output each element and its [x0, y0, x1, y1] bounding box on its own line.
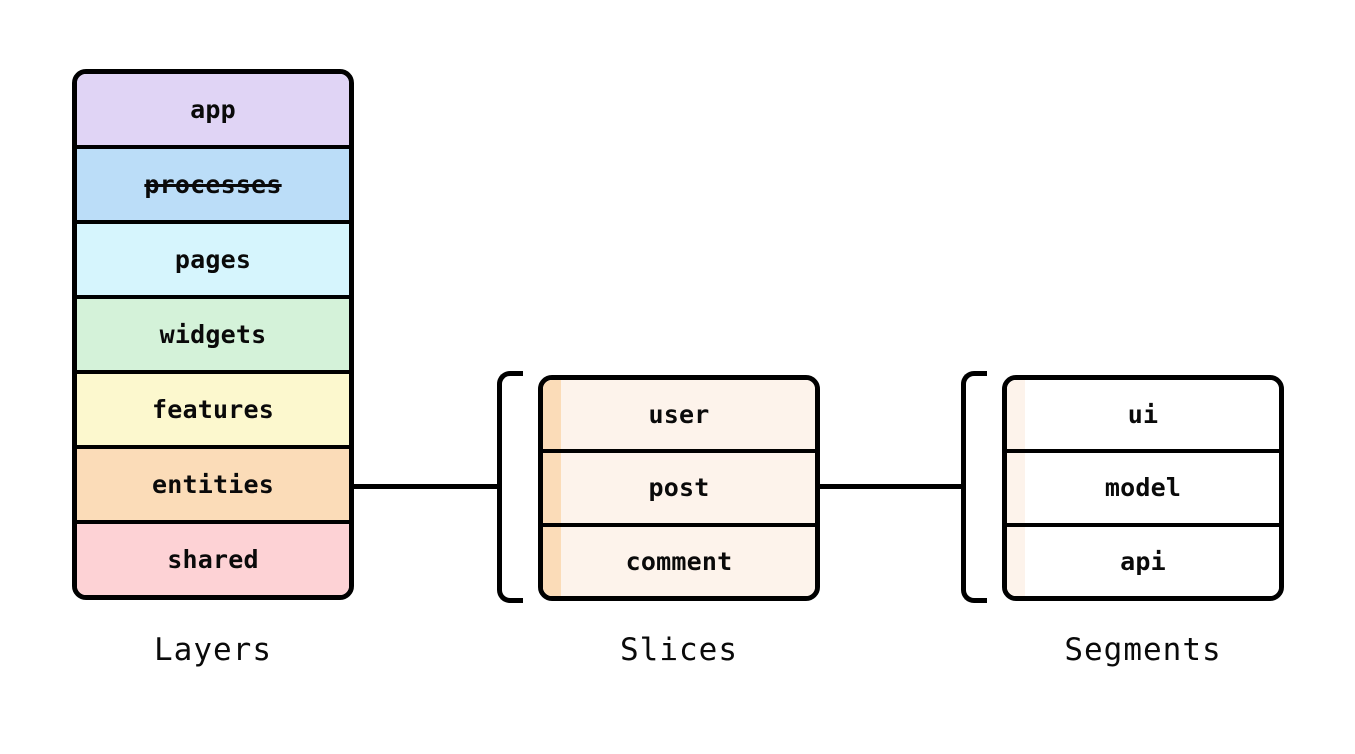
slice-label-user: user [648, 400, 710, 430]
slices-bracket [497, 371, 523, 603]
connector-entities-to-slices [352, 484, 500, 489]
layer-label-widgets: widgets [159, 320, 267, 349]
layer-label-entities: entities [151, 470, 274, 499]
segment-stripe-api [1007, 526, 1025, 596]
segment-label-model: model [1104, 473, 1182, 503]
layer-row-widgets[interactable]: widgets [77, 299, 349, 374]
slice-label-post: post [648, 473, 710, 503]
slice-stripe-post [543, 453, 561, 523]
segment-row-model[interactable]: model [1007, 453, 1279, 527]
caption-segments: Segments [1064, 632, 1222, 668]
layer-label-shared: shared [167, 545, 259, 574]
slice-label-comment: comment [625, 546, 733, 576]
segments-bracket [961, 371, 987, 603]
slice-stripe-comment [543, 526, 561, 596]
layer-row-app[interactable]: app [77, 74, 349, 149]
slice-row-post[interactable]: post [543, 453, 815, 527]
layer-label-processes: processes [144, 170, 282, 199]
slice-stripe-user [543, 380, 561, 450]
layer-label-app: app [190, 95, 236, 124]
layers-box: app processes pages widgets features ent… [72, 69, 354, 600]
segment-label-ui: ui [1127, 400, 1159, 430]
caption-layers: Layers [154, 632, 272, 668]
layer-label-features: features [151, 395, 274, 424]
layer-row-pages[interactable]: pages [77, 224, 349, 299]
caption-slices: Slices [620, 632, 738, 668]
layer-row-processes[interactable]: processes [77, 149, 349, 224]
slices-box: user post comment [538, 375, 820, 601]
slice-row-user[interactable]: user [543, 380, 815, 454]
segment-stripe-ui [1007, 380, 1025, 450]
layer-row-features[interactable]: features [77, 374, 349, 449]
slices-bracket-tick [486, 484, 500, 489]
connector-slices-to-segments [818, 484, 966, 489]
segments-bracket-tick [950, 484, 964, 489]
segment-label-api: api [1120, 546, 1166, 576]
segment-row-ui[interactable]: ui [1007, 380, 1279, 454]
segment-stripe-model [1007, 453, 1025, 523]
layer-row-shared[interactable]: shared [77, 524, 349, 595]
slice-row-comment[interactable]: comment [543, 526, 815, 596]
layer-label-pages: pages [174, 245, 252, 274]
layer-row-entities[interactable]: entities [77, 449, 349, 524]
segment-row-api[interactable]: api [1007, 526, 1279, 596]
segments-box: ui model api [1002, 375, 1284, 601]
